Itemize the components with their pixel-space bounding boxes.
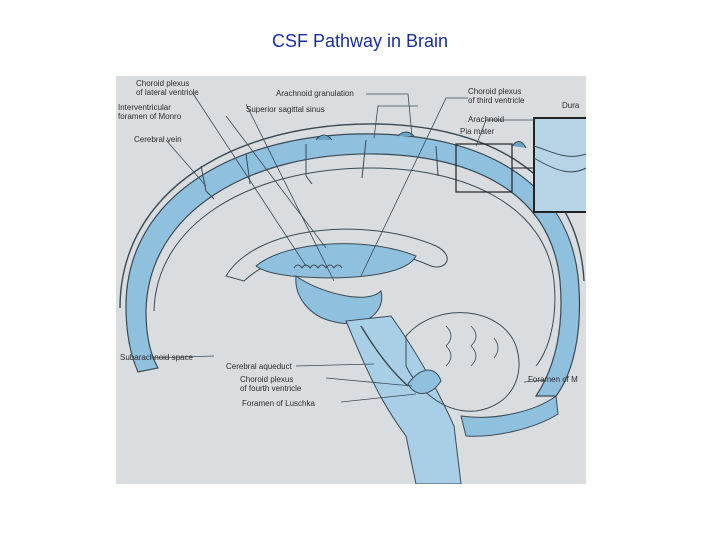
label-interventricular-line1: Interventricular xyxy=(118,103,171,112)
cerebellum-folia xyxy=(445,325,499,367)
label-interventricular-line2: foramen of Monro xyxy=(118,112,182,121)
csf-pathway-diagram: Choroid plexus of lateral ventricle Arac… xyxy=(116,76,586,484)
brainstem xyxy=(345,315,462,484)
label-foramen-right: Foramen of M xyxy=(528,375,578,384)
choroid-plexus xyxy=(293,264,343,269)
label-choroid-fourth-line2: of fourth ventricle xyxy=(240,384,302,393)
cerebellum xyxy=(405,312,520,412)
inset-zoom-box xyxy=(533,117,586,213)
cisterna-magna xyxy=(460,395,559,437)
cerebral-veins xyxy=(200,139,439,200)
label-subarachnoid-space: Subarachnoid space xyxy=(120,353,193,362)
cerebrum-outline xyxy=(153,167,556,367)
label-dura: Dura xyxy=(562,101,580,110)
arachnoid-granulations xyxy=(315,131,527,149)
brain-sagittal-illustration: Choroid plexus of lateral ventricle Arac… xyxy=(118,79,586,484)
label-superior-sagittal-sinus: Superior sagittal sinus xyxy=(246,105,325,114)
label-choroid-fourth-line1: Choroid plexus xyxy=(240,375,293,384)
label-arachnoid: Arachnoid xyxy=(468,115,504,124)
inset-meninges-detail xyxy=(533,145,586,173)
label-choroid-lateral-line1: Choroid plexus xyxy=(136,79,189,88)
label-pia-mater: Pia mater xyxy=(460,127,495,136)
cerebral-aqueduct xyxy=(360,325,409,387)
lateral-ventricle xyxy=(255,243,417,279)
label-choroid-third-line2: of third ventricle xyxy=(468,96,525,105)
third-ventricle xyxy=(295,275,383,325)
slide-title: CSF Pathway in Brain xyxy=(271,31,449,51)
leader-lines xyxy=(150,91,547,403)
label-foramen-luschka: Foramen of Luschka xyxy=(242,399,315,408)
fourth-ventricle xyxy=(407,369,442,394)
label-cerebral-aqueduct: Cerebral aqueduct xyxy=(226,362,293,371)
subarachnoid-space-band xyxy=(125,133,581,397)
label-arachnoid-granulation: Arachnoid granulation xyxy=(276,89,354,98)
label-cerebral-vein: Cerebral vein xyxy=(134,135,182,144)
label-choroid-third-line1: Choroid plexus xyxy=(468,87,521,96)
label-choroid-lateral-line2: of lateral ventricle xyxy=(136,88,199,97)
